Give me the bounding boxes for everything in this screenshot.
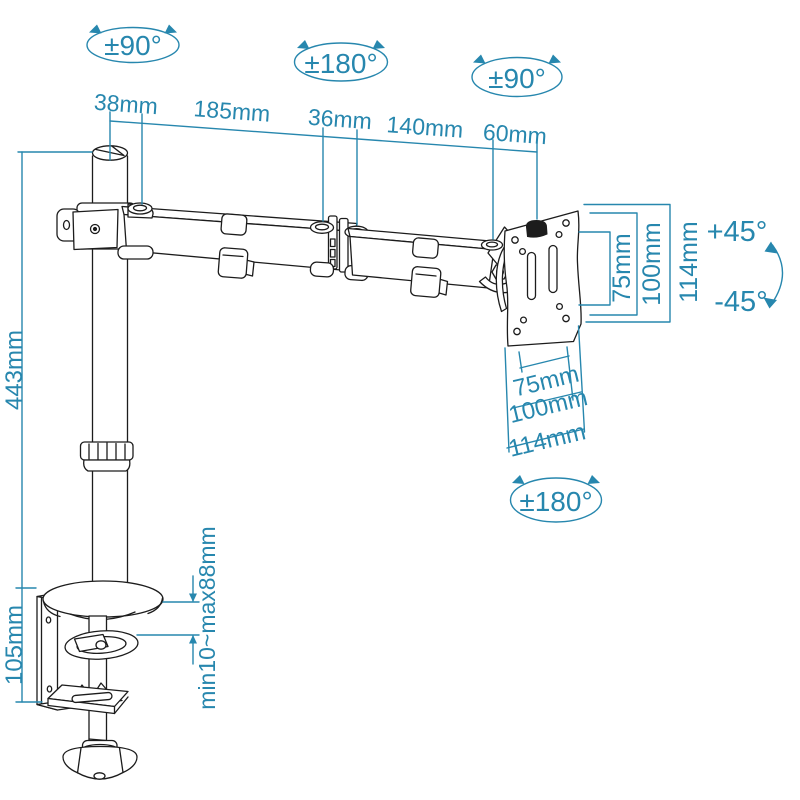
plate-rotation-label: ±180° [519, 486, 592, 517]
vesa-side-75-label: 75mm [608, 233, 636, 302]
vesa-side-100-label: 100mm [638, 222, 666, 305]
top-dim-arm2: 140mm [386, 111, 464, 143]
tilt-down-label: -45° [714, 286, 768, 318]
vesa-plate [495, 210, 582, 347]
cable-clip-bottom-1 [217, 247, 255, 279]
tilt-up-label: +45° [707, 216, 768, 248]
top-dim-head-offset: 60mm [482, 119, 548, 150]
pole-rotation-ellipse [86, 26, 180, 64]
rotation-indicators [86, 24, 603, 523]
cable-clip-top-1 [220, 213, 248, 236]
top-dim-arm1: 185mm [193, 95, 271, 127]
desk-thickness-label: min10~max88mm [194, 526, 220, 709]
desk-clamp [36, 580, 164, 780]
head-rotation-label: ±90° [488, 63, 546, 94]
pole-collar [79, 441, 134, 472]
head-rotation-ellipse [471, 56, 563, 98]
plate-rotation-ellipse [509, 477, 603, 523]
top-dim-pole-diameter: 38mm [93, 89, 159, 120]
dimension-lines [15, 111, 784, 703]
top-dim-joint: 36mm [307, 104, 373, 135]
arm-pole-clamp-front [72, 202, 154, 260]
cable-clip-bottom-2 [410, 266, 449, 298]
clamp-height-label: 105mm [1, 605, 28, 685]
elbow-rotation-ellipse [293, 42, 389, 82]
pole-height-label: 443mm [1, 330, 28, 410]
tilt-knob [525, 219, 548, 238]
vesa-side-114-label: 114mm [675, 221, 703, 303]
pole-rotation-label: ±90° [104, 30, 162, 61]
elbow-rotation-label: ±180° [304, 48, 377, 79]
labels: ±90° ±180° ±90° ±180° +45° -45° 38mm 185… [1, 30, 768, 710]
cable-clip-top-2 [411, 237, 440, 259]
